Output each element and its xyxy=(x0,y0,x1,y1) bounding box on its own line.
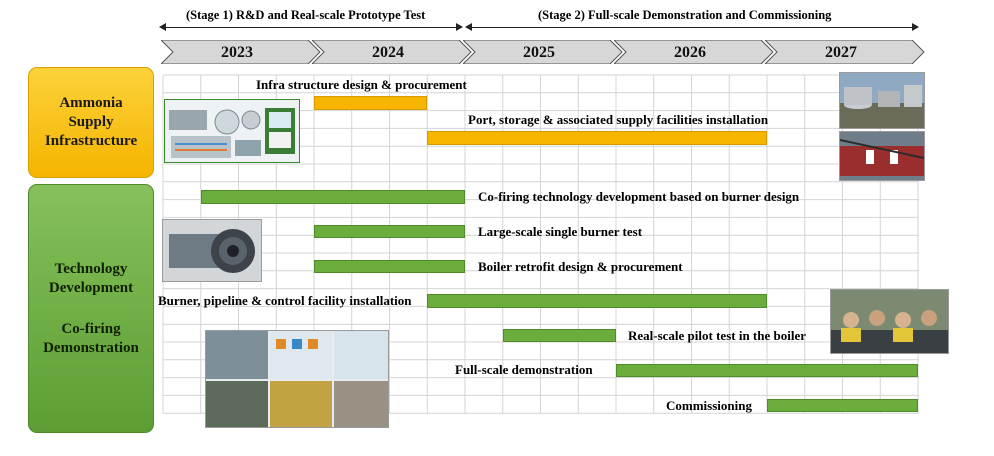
category-line: Ammonia xyxy=(59,95,123,111)
task-bar xyxy=(314,260,465,273)
task-label: Large-scale single burner test xyxy=(478,224,643,239)
infrastructure-schematic-image xyxy=(164,99,300,163)
task-label: Burner, pipeline & control facility inst… xyxy=(158,293,412,308)
task-label: Real-scale pilot test in the boiler xyxy=(628,328,806,343)
category-ammonia-supply: Ammonia Supply Infrastructure xyxy=(28,67,154,178)
category-line: Development xyxy=(48,279,134,296)
year-label-2026: 2026 xyxy=(674,44,706,61)
category-line: Technology xyxy=(54,260,128,277)
stage-2-arrow-left-icon xyxy=(465,23,472,31)
stage-1-line xyxy=(163,27,460,28)
task-label: Commissioning xyxy=(666,398,752,413)
task-bar xyxy=(314,96,428,110)
year-chevron-2027 xyxy=(765,40,925,64)
stage-2-arrow-right-icon xyxy=(912,23,919,31)
burner-photo xyxy=(162,219,262,282)
year-chevron-2023 xyxy=(161,40,321,64)
year-label-2024: 2024 xyxy=(372,44,404,61)
task-bar xyxy=(767,399,918,412)
task-bar xyxy=(314,225,465,238)
year-label-2023: 2023 xyxy=(221,44,253,61)
task-bar xyxy=(502,329,616,342)
category-line: Demonstration xyxy=(43,339,139,356)
year-chevron-2024 xyxy=(312,40,472,64)
stage-2-line xyxy=(469,27,916,28)
task-bar xyxy=(427,294,767,308)
stage-2-label: (Stage 2) Full-scale Demonstration and C… xyxy=(538,8,832,22)
task-label: Infra structure design & procurement xyxy=(256,77,467,92)
year-label-2025: 2025 xyxy=(523,44,555,61)
task-label: Port, storage & associated supply facili… xyxy=(468,112,769,127)
stage-1-arrow-right-icon xyxy=(456,23,463,31)
control-room-photo xyxy=(830,289,949,354)
task-bar xyxy=(616,364,918,377)
category-line: Co-firing xyxy=(61,320,121,337)
year-label-2027: 2027 xyxy=(825,44,857,61)
stage-1-arrow-left-icon xyxy=(159,23,166,31)
facility-collage-photo xyxy=(205,330,389,428)
category-technology-cofiring: Technology Development Co-firing Demonst… xyxy=(28,184,154,433)
ship-photo xyxy=(839,131,925,181)
storage-tanks-photo xyxy=(839,72,925,129)
category-line: Infrastructure xyxy=(44,133,138,149)
task-label: Boiler retrofit design & procurement xyxy=(478,259,683,274)
task-bar xyxy=(200,190,465,204)
task-label: Full-scale demonstration xyxy=(455,362,593,377)
category-line: Supply xyxy=(68,114,114,130)
task-bar xyxy=(427,131,767,145)
year-chevron-2025 xyxy=(463,40,623,64)
task-label: Co-firing technology development based o… xyxy=(478,189,800,204)
stage-1-label: (Stage 1) R&D and Real-scale Prototype T… xyxy=(186,8,426,22)
year-chevron-2026 xyxy=(614,40,774,64)
